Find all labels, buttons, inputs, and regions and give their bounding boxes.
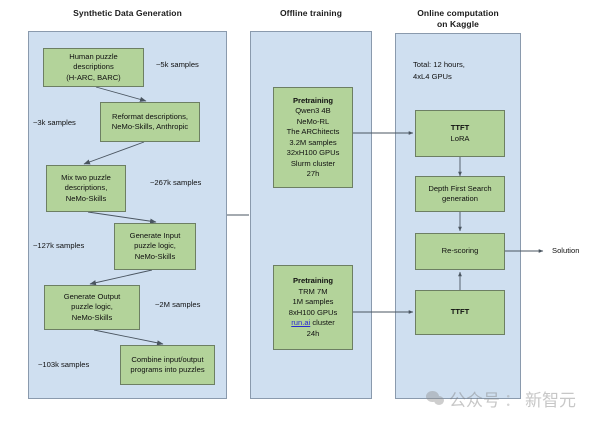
column-title-offline: Offline training — [250, 8, 372, 19]
node-line-runai: run.ai cluster — [291, 318, 334, 329]
node-line: 3.2M samples — [289, 137, 337, 147]
node-line: The ARChitects — [286, 127, 340, 136]
node-re-scoring[interactable]: Re-scoring — [415, 233, 505, 270]
column-title-synthetic-text: Synthetic Data Generation — [73, 8, 182, 18]
node-line: NeMo-RL — [296, 116, 330, 126]
node-pretraining-trm[interactable]: Pretraining TRM 7M 1M samples 8xH100 GPU… — [273, 265, 353, 350]
column-title-online-line2: on Kaggle — [437, 19, 479, 29]
node-line: puzzle logic, — [71, 302, 113, 312]
node-line: descriptions — [73, 62, 114, 72]
node-line: NeMo-Skills — [71, 312, 113, 322]
watermark-separator: ： — [504, 391, 521, 411]
node-line: Re-scoring — [441, 246, 479, 256]
node-line: 32xH100 GPUs — [286, 148, 340, 157]
compute-budget-line1: Total: 12 hours, — [413, 60, 465, 69]
column-title-online: Online computation on Kaggle — [389, 8, 527, 30]
label-samples-127k: ~127k samples — [33, 241, 85, 250]
node-combine-programs-into-puzzles[interactable]: Combine input/output programs into puzzl… — [120, 345, 215, 385]
panel-online-computation — [395, 33, 521, 399]
node-line: NeMo-Skills, Anthropic — [111, 122, 189, 131]
node-line: NeMo-Skills — [65, 193, 107, 203]
watermark-account-label: 公众号 — [449, 391, 500, 411]
node-line: puzzle logic, — [134, 241, 176, 251]
node-line: 1M samples — [292, 297, 334, 306]
node-line-title: Pretraining — [292, 95, 334, 105]
column-title-synthetic: Synthetic Data Generation — [28, 8, 227, 19]
node-line-title: TTFT — [450, 123, 470, 132]
node-line: programs into puzzles — [130, 365, 205, 374]
node-generate-output-puzzle-logic[interactable]: Generate Output puzzle logic, NeMo-Skill… — [44, 285, 140, 330]
node-line-runai-suffix: cluster — [310, 318, 335, 327]
node-ttft-lora[interactable]: TTFT LoRA — [415, 110, 505, 157]
node-line-title: TTFT — [450, 307, 470, 317]
node-line: 24h — [306, 328, 320, 338]
column-title-offline-text: Offline training — [279, 8, 343, 18]
watermark-account-name: 新智元 — [525, 391, 576, 411]
wechat-icon — [426, 390, 445, 407]
node-line: generation — [442, 194, 478, 203]
node-reformat-descriptions[interactable]: Reformat descriptions, NeMo-Skills, Anth… — [100, 102, 200, 142]
node-pretraining-qwen3[interactable]: Pretraining Qwen3 4B NeMo-RL The ARChite… — [273, 87, 353, 188]
compute-budget-line2: 4xL4 GPUs — [413, 71, 452, 81]
node-line: Combine input/output — [131, 354, 204, 364]
node-line: Qwen3 4B — [295, 106, 331, 115]
label-compute-budget: Total: 12 hours, 4xL4 GPUs — [413, 59, 465, 82]
node-human-puzzle-descriptions[interactable]: Human puzzle descriptions (H-ARC, BARC) — [43, 48, 144, 87]
node-line: (H-ARC, BARC) — [66, 72, 121, 82]
column-title-online-line1: Online computation — [417, 8, 499, 18]
run-ai-link[interactable]: run.ai — [291, 318, 311, 327]
node-line: Depth First Search — [428, 183, 492, 193]
node-ttft[interactable]: TTFT — [415, 290, 505, 335]
label-samples-267k: ~267k samples — [150, 178, 202, 187]
node-depth-first-search-generation[interactable]: Depth First Search generation — [415, 176, 505, 212]
node-line: NeMo-Skills — [134, 251, 176, 261]
label-solution-output: Solution — [552, 246, 580, 255]
node-line: Generate Input — [129, 230, 181, 240]
node-line: TRM 7M — [298, 286, 328, 296]
node-line: descriptions, — [64, 183, 108, 193]
node-generate-input-puzzle-logic[interactable]: Generate Input puzzle logic, NeMo-Skills — [114, 223, 196, 270]
node-line: 8xH100 GPUs — [288, 307, 338, 317]
label-samples-3k: ~3k samples — [33, 118, 76, 127]
node-mix-two-puzzle-descriptions[interactable]: Mix two puzzle descriptions, NeMo-Skills — [46, 165, 126, 212]
node-line: 27h — [306, 169, 320, 178]
node-line: Slurm cluster — [290, 158, 336, 168]
node-line-title: Pretraining — [292, 276, 334, 285]
label-samples-103k: ~103k samples — [38, 360, 90, 369]
node-line: Reformat descriptions, — [112, 111, 188, 121]
node-line: Mix two puzzle — [61, 172, 111, 182]
label-samples-5k: ~5k samples — [156, 60, 199, 69]
node-line: Human puzzle — [69, 51, 118, 61]
node-line: LoRA — [450, 133, 470, 143]
node-line: Generate Output — [63, 291, 121, 301]
label-samples-2m: ~2M samples — [155, 300, 201, 309]
watermark: 公众号 ： 新智元 — [426, 386, 576, 411]
